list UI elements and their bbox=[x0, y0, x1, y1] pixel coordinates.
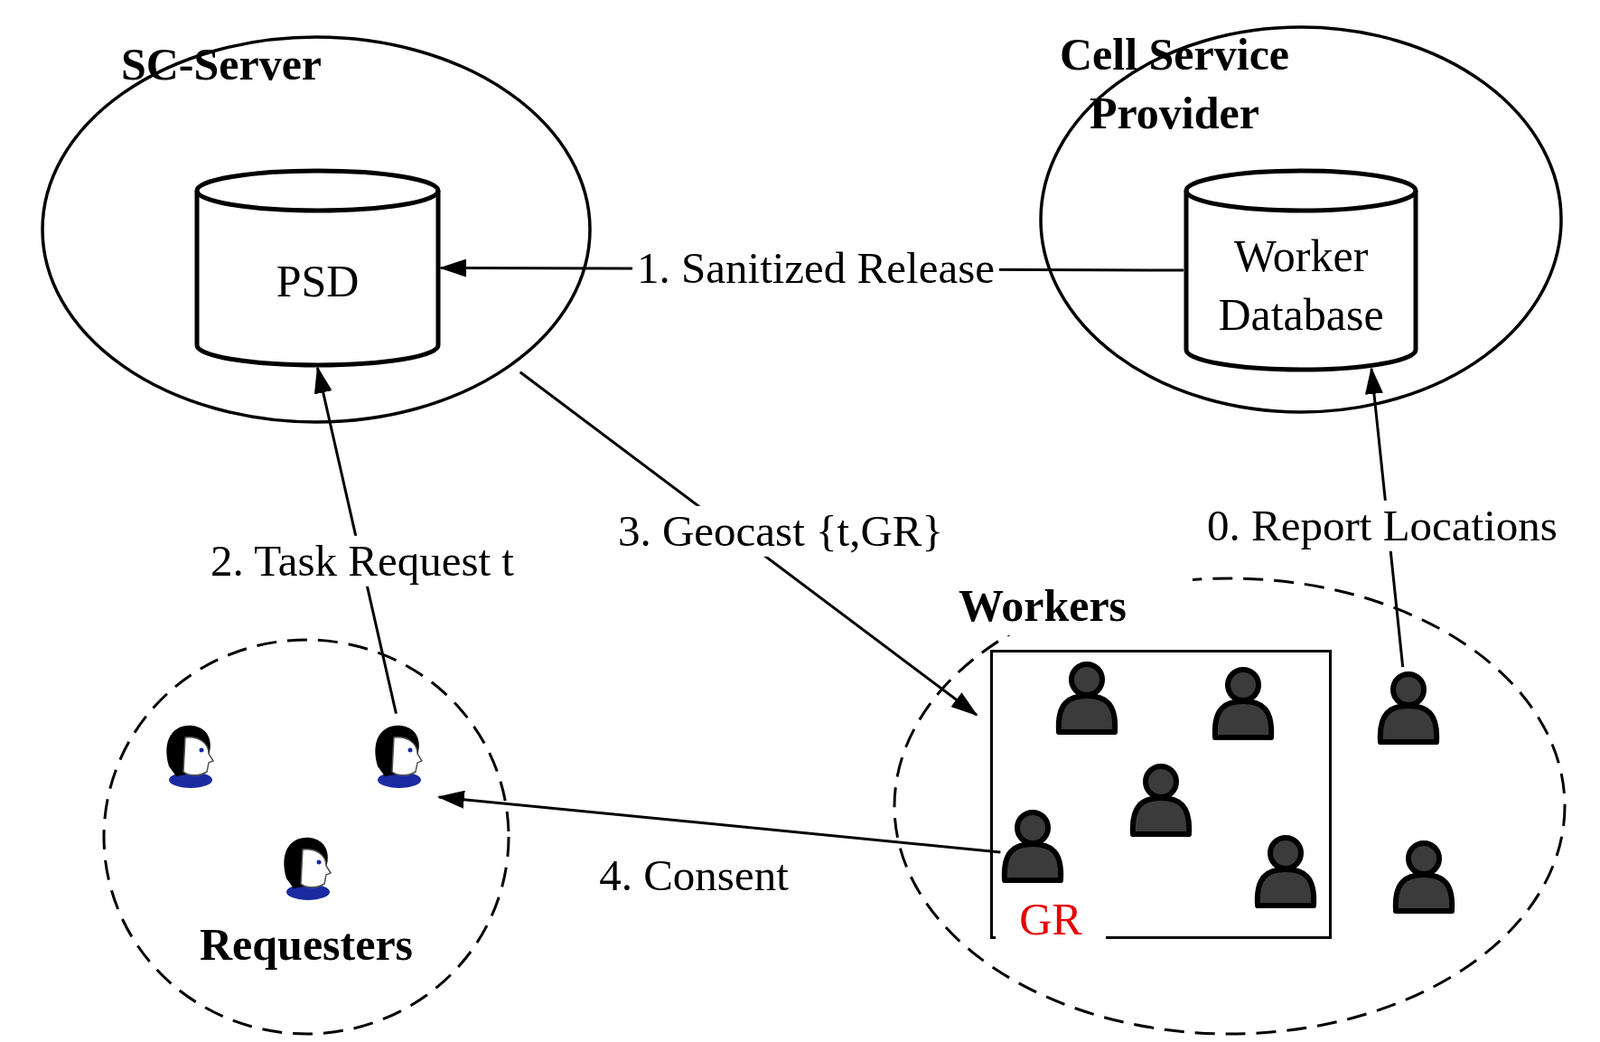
node-label: PSD bbox=[214, 252, 422, 311]
requester-icon bbox=[283, 837, 331, 900]
database-cylinder: Worker Database bbox=[1183, 168, 1419, 373]
requester-icons bbox=[166, 725, 422, 900]
node-title: Requesters bbox=[161, 915, 451, 974]
group-ellipse-outline bbox=[892, 576, 1567, 1036]
region-label: GR bbox=[995, 889, 1106, 949]
requester-icon bbox=[374, 725, 422, 788]
node-title: Cell Service Provider bbox=[1038, 25, 1310, 143]
node-title: Workers bbox=[892, 576, 1193, 636]
arrow-connector bbox=[520, 372, 977, 715]
worker-icons bbox=[1004, 664, 1452, 911]
edge-label: 3. Geocast {t,GR} bbox=[613, 505, 948, 557]
worker-icon bbox=[1058, 664, 1115, 732]
worker-icon bbox=[1215, 669, 1272, 738]
provider-ellipse: Worker Database Cell Service Provider bbox=[1038, 25, 1563, 414]
arrow-connector bbox=[439, 796, 1001, 852]
group-ellipse-outline bbox=[102, 637, 511, 1036]
group-ellipse: Requesters bbox=[102, 637, 511, 1036]
worker-icon bbox=[1004, 812, 1061, 880]
edge-label: 2. Task Request t bbox=[205, 535, 519, 587]
edge-label: 0. Report Locations bbox=[1202, 500, 1563, 552]
requester-icon bbox=[166, 725, 214, 788]
worker-icon bbox=[1132, 766, 1189, 834]
node-label: Worker Database bbox=[1201, 226, 1401, 345]
node-title: SC-Server bbox=[40, 35, 403, 94]
worker-icon bbox=[1395, 842, 1452, 911]
region-box: GR bbox=[990, 649, 1332, 939]
edge-label: 4. Consent bbox=[594, 850, 794, 901]
database-cylinder: PSD bbox=[194, 168, 441, 368]
server-ellipse: PSD SC-Server bbox=[40, 35, 592, 424]
group-ellipse: GR Workers bbox=[892, 576, 1567, 1036]
worker-icon bbox=[1380, 673, 1437, 742]
edge-label: 1. Sanitized Release bbox=[632, 243, 1000, 294]
worker-icon bbox=[1257, 837, 1314, 906]
